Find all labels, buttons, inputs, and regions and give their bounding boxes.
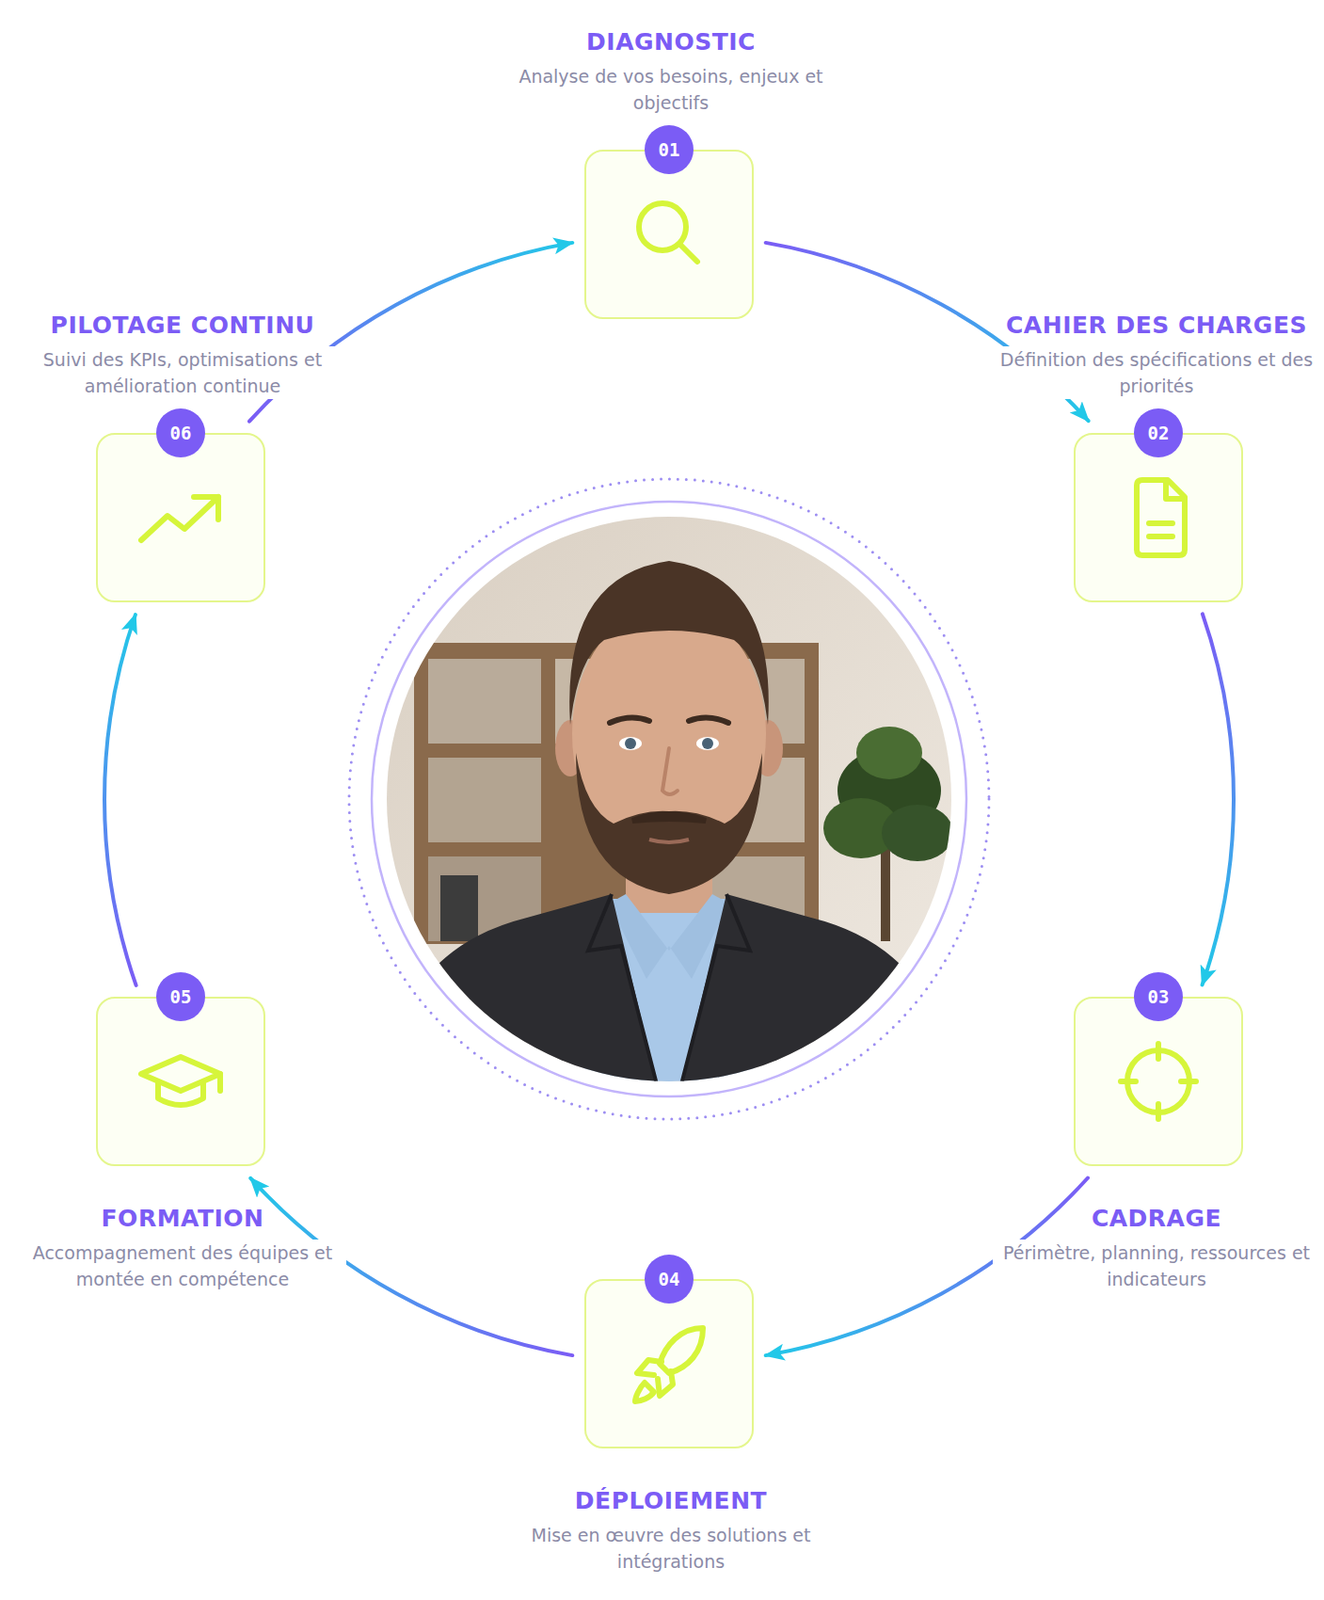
- step-description: Suivi des KPIs, optimisations et amélior…: [18, 346, 347, 399]
- step-description: Périmètre, planning, ressources et indic…: [992, 1239, 1321, 1293]
- step-icon-shape: [141, 1056, 221, 1105]
- step-caption: CADRAGE Périmètre, planning, ressources e…: [992, 1203, 1321, 1293]
- step-icon-shape: [1136, 479, 1185, 556]
- step-caption: DIAGNOSTIC Analyse de vos besoins, enjeux…: [507, 27, 835, 116]
- solid-ring: [371, 501, 967, 1097]
- step-description: Accompagnement des équipes et montée en …: [18, 1239, 347, 1293]
- cycle-arrow: [104, 614, 137, 986]
- step-box: DIAGNOSTICAnalyse de vos besoins, enjeux…: [584, 149, 754, 320]
- step-icon: [622, 1316, 717, 1411]
- portrait-photo: [376, 508, 960, 1092]
- step-description: Mise en œuvre des solutions et intégrati…: [507, 1521, 835, 1575]
- step-icon-shape: [141, 496, 219, 541]
- step-description: Définition des spécifications et des pri…: [992, 346, 1321, 399]
- step-number: 01: [644, 125, 694, 175]
- plant: [823, 726, 954, 942]
- step-icon: [1111, 470, 1206, 565]
- step-number: 05: [156, 972, 206, 1021]
- step-box: DÉPLOIEMENTMise en œuvre des solutions e…: [584, 1278, 754, 1449]
- step-icon-shape: [638, 203, 698, 262]
- step-title: DÉPLOIEMENT: [571, 1485, 771, 1516]
- step-box: CADRAGEPérimètre, planning, ressources e…: [1073, 996, 1244, 1166]
- dotted-ring: [349, 478, 990, 1119]
- step-box: CAHIER DES CHARGESDéfinition des spécifi…: [1073, 432, 1244, 603]
- step-caption: DÉPLOIEMENT Mise en œuvre des solutions e…: [507, 1485, 835, 1575]
- step-title: CAHIER DES CHARGES: [1002, 310, 1311, 341]
- step-title: FORMATION: [97, 1203, 269, 1234]
- step-title: PILOTAGE CONTINU: [47, 310, 320, 341]
- step-title: DIAGNOSTIC: [582, 27, 760, 58]
- step-number: 03: [1133, 972, 1183, 1021]
- step-icon-shape: [1120, 1043, 1197, 1119]
- step-number: 06: [156, 408, 206, 458]
- step-icon-shape: [635, 1327, 703, 1402]
- step-caption: FORMATION Accompagnement des équipes et m…: [18, 1203, 347, 1293]
- step-caption: PILOTAGE CONTINU Suivi des KPIs, optimisa…: [18, 310, 347, 399]
- step-number: 04: [644, 1254, 694, 1304]
- step-box: PILOTAGE CONTINUSuivi des KPIs, optimisa…: [95, 432, 266, 603]
- cycle-arrow: [1202, 613, 1234, 985]
- step-icon: [622, 187, 717, 282]
- step-number: 02: [1133, 408, 1183, 458]
- step-title: CADRAGE: [1087, 1203, 1226, 1234]
- step-caption: CAHIER DES CHARGES Définition des spécifi…: [992, 310, 1321, 399]
- step-icon: [133, 470, 228, 565]
- step-description: Analyse de vos besoins, enjeux et object…: [507, 63, 835, 116]
- step-icon: [1111, 1034, 1206, 1129]
- step-box: FORMATIONAccompagnement des équipes et m…: [95, 996, 266, 1166]
- step-icon: [133, 1034, 228, 1129]
